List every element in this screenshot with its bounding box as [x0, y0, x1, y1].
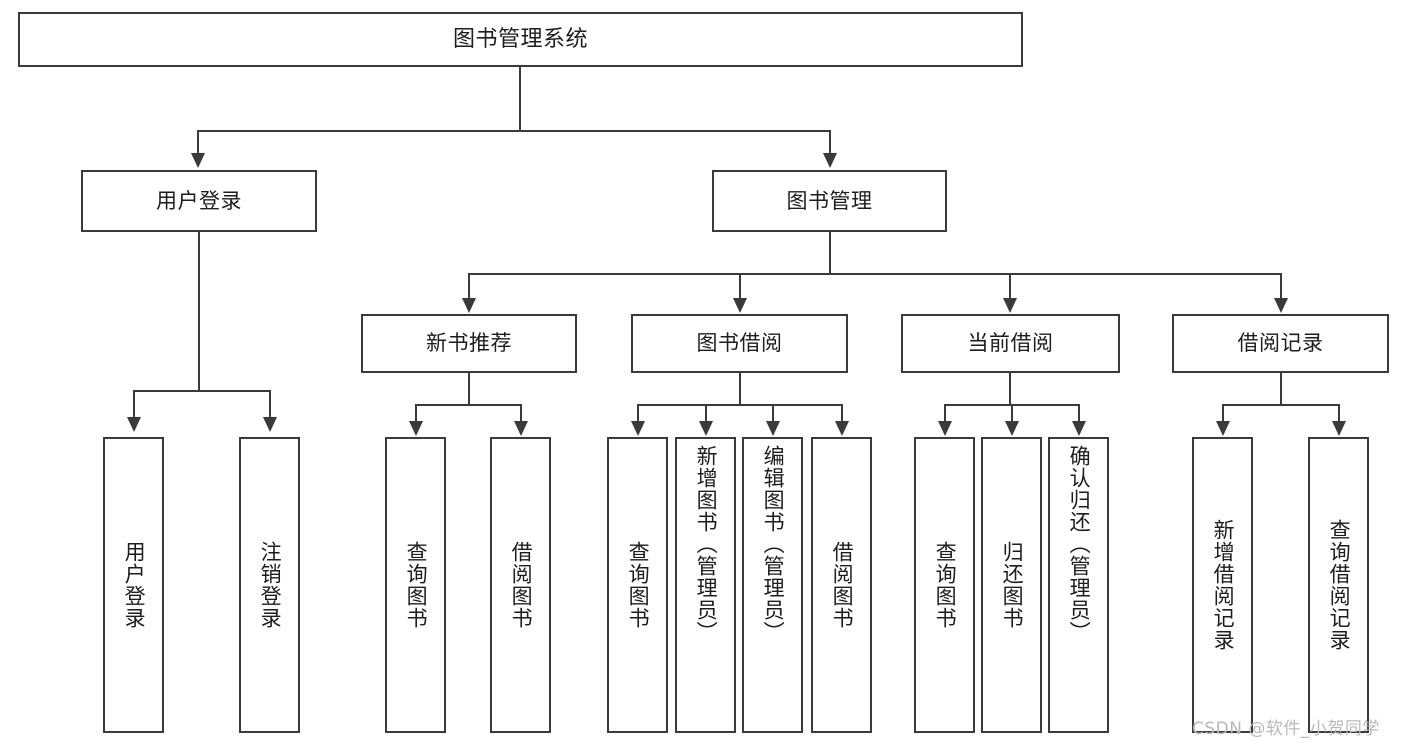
arrow-borrow-record-to-leaf-1	[1216, 421, 1230, 436]
node-leaf-query-borrow-record[interactable]: 查询借阅记录	[1308, 437, 1369, 733]
connector-borrow-record-to-leaf-2	[1338, 404, 1340, 422]
arrow-borrow-record-to-leaf-2	[1332, 421, 1346, 436]
arrow-book-mgmt-to-borrow-record	[1274, 298, 1288, 313]
arrow-book-mgmt-to-book-borrow	[733, 298, 747, 313]
connector-book-mgmt-to-borrow-record	[1280, 273, 1282, 299]
connector-user-login-stem	[198, 232, 200, 392]
connector-book-mgmt-to-current-borrow	[1009, 273, 1011, 299]
arrow-current-borrow-to-leaf-3	[1072, 421, 1086, 436]
arrow-user-login-to-leaf-1	[127, 417, 141, 432]
node-leaf-confirm-return-admin[interactable]: 确认归还（管理员）	[1048, 437, 1109, 733]
node-leaf-query-book-current[interactable]: 查询图书	[914, 437, 975, 733]
connector-book-mgmt-to-new-book	[468, 273, 470, 299]
connector-book-borrow-to-leaf-4	[841, 404, 843, 422]
connector-book-borrow-to-leaf-1	[637, 404, 639, 422]
connector-book-mgmt-to-book-borrow	[739, 273, 741, 299]
node-label: 注销登录	[258, 541, 283, 629]
node-leaf-borrow-book[interactable]: 借阅图书	[811, 437, 872, 733]
node-label: 新增图书（管理员）	[694, 445, 719, 643]
node-new-book-recommend[interactable]: 新书推荐	[361, 314, 577, 373]
connector-root-to-user-login	[197, 130, 199, 154]
node-label: 图书借阅	[696, 331, 783, 356]
node-leaf-add-borrow-record[interactable]: 新增借阅记录	[1192, 437, 1253, 733]
arrow-new-book-to-leaf-2	[514, 421, 528, 436]
arrow-current-borrow-to-leaf-2	[1005, 421, 1019, 436]
node-label: 查询图书	[626, 541, 651, 629]
arrow-book-mgmt-to-current-borrow	[1003, 298, 1017, 313]
node-label: 借阅图书	[830, 541, 855, 629]
node-user-login[interactable]: 用户登录	[81, 170, 317, 232]
node-borrow-record[interactable]: 借阅记录	[1172, 314, 1389, 373]
connector-root-bus	[197, 130, 831, 132]
connector-new-book-stem	[468, 373, 470, 405]
node-label: 新增借阅记录	[1211, 519, 1236, 651]
node-label: 查询图书	[404, 541, 429, 629]
connector-new-book-bus	[415, 404, 522, 406]
node-leaf-return-book[interactable]: 归还图书	[981, 437, 1042, 733]
connector-borrow-record-stem	[1280, 373, 1282, 405]
node-current-borrow[interactable]: 当前借阅	[901, 314, 1120, 373]
arrow-root-to-book-mgmt	[823, 153, 837, 168]
node-leaf-edit-book-admin[interactable]: 编辑图书（管理员）	[742, 437, 803, 733]
node-root-system[interactable]: 图书管理系统	[18, 12, 1023, 67]
arrow-current-borrow-to-leaf-1	[938, 421, 952, 436]
node-label: 编辑图书（管理员）	[761, 445, 786, 643]
connector-book-mgmt-bus	[468, 273, 1280, 275]
arrow-book-borrow-to-leaf-1	[631, 421, 645, 436]
node-leaf-logout[interactable]: 注销登录	[239, 437, 300, 733]
node-leaf-borrow-book-recommend[interactable]: 借阅图书	[490, 437, 551, 733]
connector-book-borrow-to-leaf-3	[772, 404, 774, 422]
node-label: 用户登录	[156, 188, 242, 213]
arrow-book-borrow-to-leaf-2	[699, 421, 713, 436]
node-book-borrow[interactable]: 图书借阅	[631, 314, 848, 373]
node-label: 图书管理	[786, 188, 873, 213]
arrow-new-book-to-leaf-1	[409, 421, 423, 436]
connector-current-borrow-to-leaf-1	[944, 404, 946, 422]
connector-user-login-to-leaf-1	[133, 390, 135, 418]
connector-root-stem	[519, 67, 521, 131]
node-label: 借阅图书	[509, 541, 534, 629]
node-leaf-query-book-recommend[interactable]: 查询图书	[385, 437, 446, 733]
connector-borrow-record-bus	[1222, 404, 1339, 406]
node-label: 用户登录	[122, 541, 147, 629]
node-label: 确认归还（管理员）	[1067, 445, 1092, 643]
connector-user-login-bus	[133, 390, 270, 392]
node-label: 借阅记录	[1237, 331, 1324, 356]
arrow-book-borrow-to-leaf-3	[766, 421, 780, 436]
node-label: 查询图书	[933, 541, 958, 629]
connector-current-borrow-to-leaf-2	[1011, 404, 1013, 422]
node-label: 当前借阅	[967, 331, 1054, 356]
connector-book-mgmt-stem	[829, 232, 831, 274]
node-label: 新书推荐	[426, 331, 512, 356]
connector-current-borrow-to-leaf-3	[1078, 404, 1080, 422]
node-label: 查询借阅记录	[1327, 519, 1352, 651]
arrow-user-login-to-leaf-2	[263, 417, 277, 432]
connector-book-borrow-bus	[637, 404, 843, 406]
connector-user-login-to-leaf-2	[269, 390, 271, 418]
connector-new-book-to-leaf-2	[520, 404, 522, 422]
node-book-management[interactable]: 图书管理	[712, 170, 947, 232]
node-leaf-user-login[interactable]: 用户登录	[103, 437, 164, 733]
node-leaf-add-book-admin[interactable]: 新增图书（管理员）	[675, 437, 736, 733]
connector-root-to-book-mgmt	[829, 130, 831, 154]
arrow-book-mgmt-to-new-book	[462, 298, 476, 313]
arrow-root-to-user-login	[191, 153, 205, 168]
connector-book-borrow-stem	[739, 373, 741, 405]
connector-borrow-record-to-leaf-1	[1222, 404, 1224, 422]
connector-book-borrow-to-leaf-2	[705, 404, 707, 422]
node-leaf-query-book-borrow[interactable]: 查询图书	[607, 437, 668, 733]
node-label: 归还图书	[1000, 541, 1025, 629]
connector-current-borrow-stem	[1009, 373, 1011, 405]
node-label: 图书管理系统	[452, 26, 588, 52]
connector-new-book-to-leaf-1	[415, 404, 417, 422]
arrow-book-borrow-to-leaf-4	[835, 421, 849, 436]
